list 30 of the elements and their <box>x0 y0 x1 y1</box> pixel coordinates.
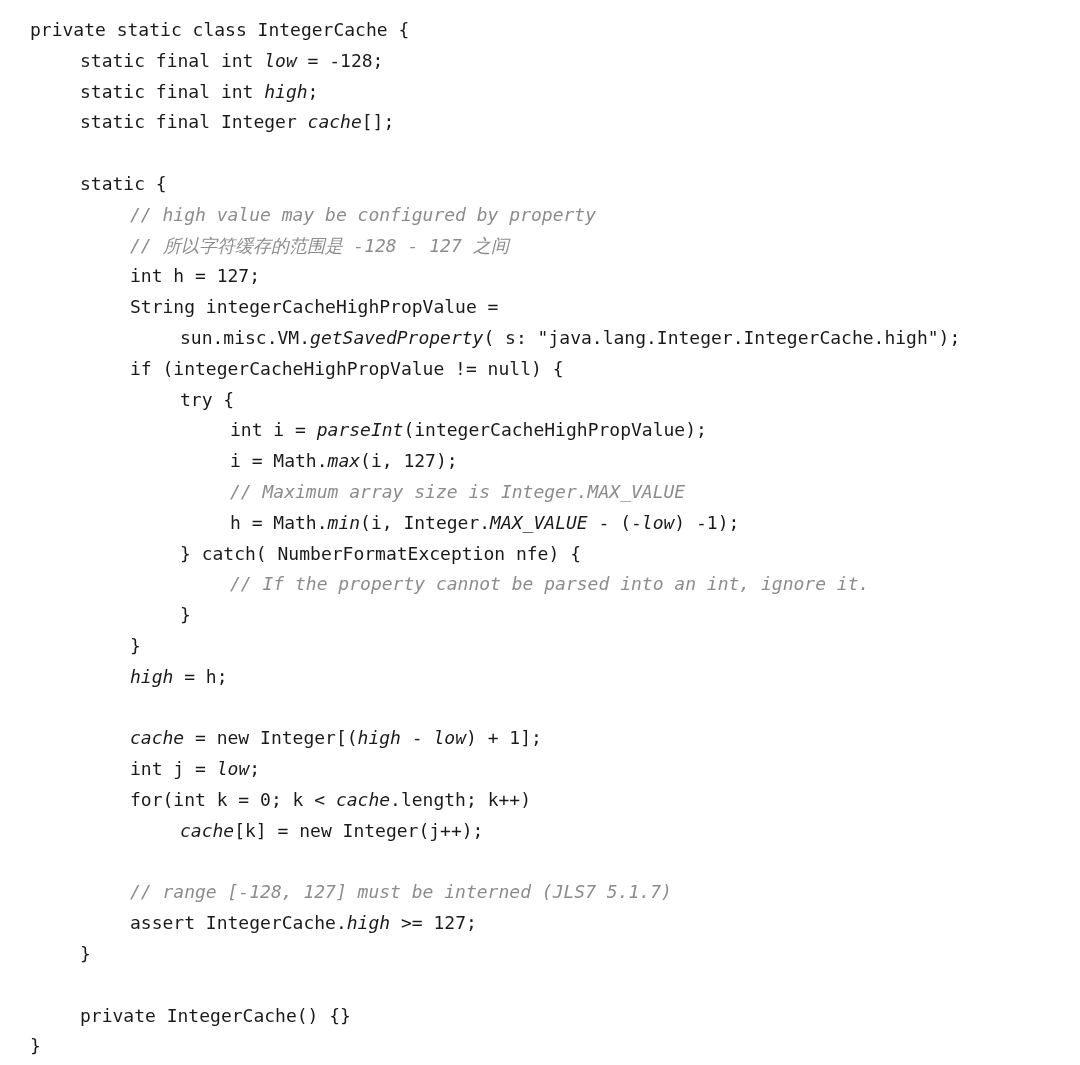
code-line: h = Math.min(i, Integer.MAX_VALUE - (-low) -1); <box>230 510 740 535</box>
code-line: static final int high; <box>80 79 319 104</box>
code-line: i = Math.max(i, 127); <box>230 449 458 474</box>
code-comment: // If the property cannot be parsed into an int, ignore it. <box>230 572 870 597</box>
code-line: int h = 127; <box>130 264 261 289</box>
code-line: cache[k] = new Integer(j++); <box>180 818 484 843</box>
code-line: String integerCacheHighPropValue = <box>130 295 499 320</box>
code-line: static { <box>80 172 167 196</box>
code-comment: // high value may be configured by property <box>130 202 596 227</box>
code-line: high = h; <box>130 664 228 689</box>
code-line: int i = parseInt(integerCacheHighPropValue); <box>230 418 707 443</box>
code-line: sun.misc.VM.getSavedProperty( s: "java.lang.Integer.IntegerCache.high"); <box>180 326 961 350</box>
code-line: static final int low = -128; <box>80 48 384 73</box>
code-line: for(int k = 0; k < cache.length; k++) <box>130 788 531 812</box>
code-line: int j = low; <box>130 757 261 782</box>
code-line: } <box>80 942 91 966</box>
code-line: } catch( NumberFormatException nfe) { <box>180 541 581 566</box>
code-comment: // range [-128, 127] must be interned (JLS7 5.1.7) <box>130 880 672 905</box>
code-line: private IntegerCache() {} <box>80 1003 351 1028</box>
code-line: try { <box>180 387 235 412</box>
code-line: assert IntegerCache.high >= 127; <box>130 911 477 936</box>
code-line: } <box>130 634 141 658</box>
code-line: cache = new Integer[(high - low) + 1]; <box>130 726 542 751</box>
code-line: } <box>180 603 191 628</box>
code-line: static final Integer cache[]; <box>80 110 395 135</box>
code-line: } <box>30 1034 41 1059</box>
code-line: private static class IntegerCache { <box>30 18 410 42</box>
code-comment: // Maximum array size is Integer.MAX_VALUE <box>230 480 686 504</box>
code-line: if (integerCacheHighPropValue != null) { <box>130 356 564 381</box>
code-comment: // 所以字符缓存的范围是 -128 - 127 之间 <box>130 233 509 258</box>
